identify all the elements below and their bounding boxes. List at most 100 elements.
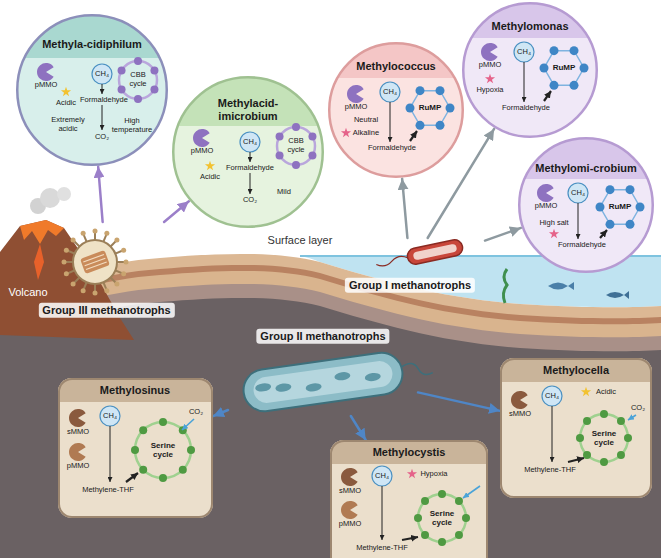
text-anchor: RuMP	[419, 103, 442, 112]
pathway-label: CBB cycle	[282, 137, 310, 154]
pathway-label: Acidic	[56, 99, 76, 108]
lineage-arrow	[418, 392, 500, 410]
text-anchor: Methylomonas	[491, 20, 568, 33]
enzyme-icon	[341, 468, 358, 486]
text-anchor: pMMO	[35, 81, 58, 90]
cycle-metabolite	[118, 67, 126, 75]
text-anchor: CH₄	[103, 412, 117, 421]
condition-star	[485, 74, 495, 84]
text-anchor: Serine cycle	[425, 509, 459, 527]
cycle-metabolite	[131, 446, 139, 454]
cycle-metabolite	[438, 490, 446, 498]
text-anchor: RuMP	[609, 202, 632, 211]
cycle-metabolite	[308, 152, 316, 160]
pathway-label: Hypoxia	[420, 470, 447, 479]
panel-outline	[59, 379, 212, 517]
text-anchor: pMMO	[535, 202, 558, 211]
title-band	[500, 358, 652, 382]
spike-knob	[81, 288, 86, 293]
cycle-metabolite	[462, 514, 470, 522]
cycle-metabolite	[276, 133, 284, 141]
pathway-arrow	[463, 486, 480, 498]
text-anchor: CO₂	[243, 196, 257, 205]
pathway-arrow	[600, 230, 607, 238]
circle-outline	[329, 43, 463, 177]
text-anchor: sMMO	[339, 487, 361, 496]
genus-circle-outline	[16, 14, 168, 166]
genus-circle: MethylomonaspMMOHypoxiaCH₄RuMPFormaldehy…	[462, 2, 598, 138]
cycle-metabolite	[139, 466, 147, 474]
spike-knob	[81, 231, 86, 236]
pathway-label: Serine cycle	[587, 429, 621, 447]
lava-flow	[34, 244, 44, 280]
pathway-label: CH₄	[95, 70, 109, 79]
pathway-label: CH₄	[545, 392, 559, 401]
cycle-metabolite	[617, 417, 625, 425]
cycle-metabolite	[118, 86, 126, 94]
methane-bubble	[380, 82, 400, 102]
text-anchor: Methylene-THF	[82, 486, 134, 495]
lineage-arrow	[402, 179, 407, 238]
flagellum	[376, 255, 409, 268]
genus-circle: Methylomi-crobiumpMMOCH₄High saltRuMPFor…	[518, 137, 654, 273]
genus-panel: MethylocellasMMOAcidicCH₄Serine cycleMet…	[500, 358, 652, 498]
network-metabolite	[550, 46, 559, 55]
text-anchor: CO₂	[631, 404, 645, 413]
circle-body	[173, 77, 323, 227]
condition-star	[341, 128, 351, 138]
pathway-label: CH₄	[383, 88, 397, 97]
enzyme-icon	[69, 443, 86, 461]
methane-bubble	[240, 132, 260, 152]
cell-membrane-stack	[80, 250, 110, 274]
smoke	[40, 188, 60, 208]
pathway-label: High salt	[539, 219, 568, 228]
condition-star	[61, 87, 71, 97]
spike-knob	[124, 260, 129, 265]
cycle-metabolite	[159, 418, 167, 426]
cycle-metabolite	[179, 466, 187, 474]
text-anchor: Mild	[277, 188, 291, 197]
text-anchor: sMMO	[509, 410, 531, 419]
sea-life	[503, 269, 629, 303]
seaweed	[503, 269, 507, 303]
network-metabolite	[436, 86, 445, 95]
pathway-label: Serine cycle	[425, 509, 459, 527]
cycle-metabolite	[624, 434, 632, 442]
cycle-metabolite	[421, 497, 429, 505]
cycle-metabolite	[583, 451, 591, 459]
enzyme-icon	[511, 391, 528, 409]
text-anchor: Methylacid- imicrobium	[208, 97, 288, 122]
pathway-arrow	[578, 203, 579, 239]
title-band	[328, 42, 464, 78]
lava	[20, 220, 64, 244]
circle-body	[17, 15, 167, 165]
panel-body	[330, 440, 488, 558]
cycle-metabolite	[276, 152, 284, 160]
cycle-metabolite	[187, 446, 195, 454]
text-anchor: CH₄	[375, 472, 389, 481]
organelle	[255, 382, 272, 392]
pathway-label: Neutral	[354, 116, 378, 125]
text-anchor: CH₄	[383, 88, 397, 97]
pathway-icons	[341, 466, 480, 546]
cycle-metabolite	[150, 86, 158, 94]
pathway-label: RuMP	[609, 202, 632, 211]
pathway-label: pMMO	[35, 81, 58, 90]
pathway-arrow	[102, 105, 103, 130]
cycle-metabolite	[600, 458, 608, 466]
methane-bubble	[568, 183, 588, 203]
condition-star	[549, 229, 559, 239]
pathway-arrow	[552, 406, 553, 462]
pathway-label: sMMO	[67, 428, 89, 437]
circle-body	[463, 3, 597, 137]
pathway-arrow	[524, 62, 525, 102]
pathway-label: Formaldehyde	[558, 241, 606, 250]
spike-knob	[93, 291, 98, 296]
spike-knob	[64, 271, 69, 276]
lineage-arrow	[213, 410, 228, 416]
group-cell: Group II methanotrophs	[228, 326, 418, 416]
text-anchor: sMMO	[67, 428, 89, 437]
circle-body	[519, 138, 653, 272]
genus-title: Methylacid- imicrobium	[208, 97, 288, 122]
